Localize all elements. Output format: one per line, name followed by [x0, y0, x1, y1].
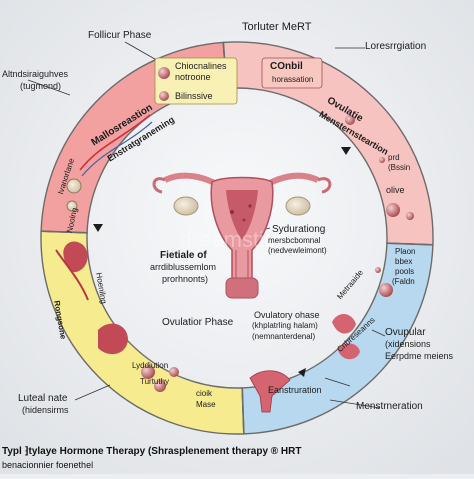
label-center-right-1: Sydurationg — [272, 224, 326, 235]
label-top-left-phase: Follicur Phase — [88, 30, 152, 41]
uterus-mini-icon — [332, 313, 356, 334]
follicle-cell-icon — [158, 67, 170, 79]
label-ovulatory-1: Ovulatory ohase — [254, 310, 320, 320]
watermark: dreamstime — [180, 227, 295, 252]
ovary-left — [173, 196, 199, 216]
label-red-2: horassation — [272, 75, 314, 84]
egg-cell-icon — [375, 267, 381, 273]
ovary-right — [285, 196, 311, 216]
label-right-outer-2: (xidensions — [385, 339, 431, 349]
label-bottom-right-text: Eanstruration — [268, 385, 322, 395]
label-bottom-left-1: Lyddiution — [132, 361, 169, 370]
vaginal-canal — [225, 277, 259, 299]
info-box-top — [154, 57, 238, 105]
egg-cell-icon — [379, 283, 393, 297]
label-ovulatory-3: (nemnanterdenal) — [252, 332, 316, 341]
label-red-6: (Bssin — [388, 163, 411, 172]
label-right-outer-3: Eerpdme meiens — [385, 351, 454, 361]
segment-illustrations — [55, 57, 414, 413]
uterine-cavity — [226, 190, 258, 240]
cell-icon — [154, 380, 166, 392]
label-left-outer-1: Altndsiraiguhves — [2, 69, 69, 79]
hormone-curve-red — [79, 114, 151, 171]
label-info-box-3: Bilinssive — [175, 91, 213, 101]
label-right-1: Plaon — [395, 247, 416, 256]
label-center-right-3: (nedvewleimont) — [268, 246, 327, 255]
label-top-right-outer: Loresrrgiation — [365, 41, 427, 52]
info-box-right — [261, 57, 323, 89]
arrow-head-right — [341, 147, 351, 155]
hormone-curve-blue — [81, 121, 153, 177]
footer-subtitle: benacionnier foenethel — [2, 460, 94, 470]
ovary-organ-icon — [63, 241, 88, 273]
label-red-5: prd — [388, 153, 400, 162]
follicle-dot — [230, 210, 234, 214]
fimbriae-right — [317, 177, 332, 194]
label-right-2: bbex — [395, 257, 413, 266]
cell-icon — [169, 367, 179, 377]
follicle-cell-icon — [66, 178, 82, 194]
label-ovulation-phase: Ovulatior Phase — [162, 317, 234, 328]
uterus-illustration — [152, 172, 332, 299]
label-info-box-1: Chiocnalines — [175, 61, 227, 71]
follicle-dot — [248, 204, 252, 208]
label-info-box-2: notroone — [175, 72, 211, 82]
label-bottom-left-outer-1: Luteal nate — [18, 393, 68, 404]
segment-divider — [386, 242, 433, 246]
label-right-outer-1: Ovupular — [385, 327, 426, 338]
footer-title: Typl ⁆tylaye Hormone Therapy (Shrasplene… — [2, 446, 302, 457]
label-bottom-left-outer-2: (hidensirms — [22, 405, 69, 415]
arrow-head-bottom-right — [298, 368, 306, 377]
label-bottom-left-2: Turtuthy — [140, 377, 170, 386]
label-bottom-left-4: Mase — [196, 400, 216, 409]
cell-icon — [141, 365, 155, 379]
egg-cell-icon — [406, 212, 414, 220]
label-right-4: (Faldn — [392, 277, 415, 286]
segment-divider — [41, 230, 88, 234]
label-center-right-2: mersbcbomnal — [268, 236, 321, 245]
cervix — [235, 250, 249, 282]
arrow-head-left — [93, 224, 103, 232]
uterus-mini-icon — [338, 343, 360, 360]
label-ovulatory-2: (khplatrling halam) — [252, 321, 318, 330]
follicle-cell-icon — [159, 91, 169, 101]
label-center-left-3: prorhnonts) — [162, 274, 209, 284]
follicle-cell-icon — [66, 200, 78, 212]
label-left-outer-2: (tugmond) — [20, 81, 62, 91]
egg-cell-icon — [379, 157, 385, 163]
label-top-right-title: Torluter MeRT — [242, 21, 312, 33]
segment-divider — [241, 387, 245, 434]
fimbriae-left — [152, 177, 166, 194]
label-bottom-left-3: cioik — [196, 389, 213, 398]
uterus-mini-icon — [249, 370, 291, 413]
organ-icon — [98, 323, 128, 355]
label-center-left-2: arrdiblussemlom — [150, 262, 217, 272]
label-center-left-1: Fietiale of — [160, 250, 207, 261]
label-red-7: olive — [386, 185, 405, 195]
label-right-3: pools — [395, 267, 415, 276]
egg-cell-icon — [345, 115, 355, 125]
label-red-1: COnbil — [270, 61, 303, 72]
blood-vessel-icon — [55, 249, 89, 301]
follicle-dot — [242, 218, 246, 222]
label-bottom-right-outer: Menstrneration — [356, 401, 423, 412]
egg-cell-icon — [386, 203, 400, 217]
